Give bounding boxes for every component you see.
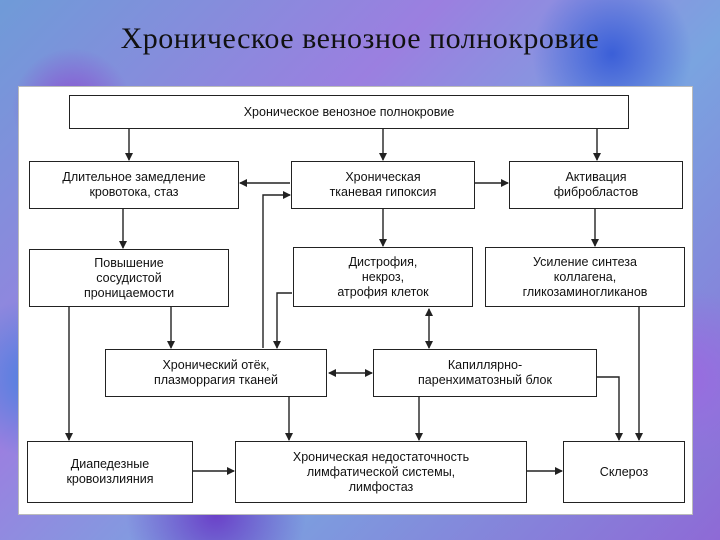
box-tissue-hypoxia: Хроническая тканевая гипоксия [291, 161, 475, 209]
arrow-block-to-sclerosis [597, 376, 623, 441]
box-fibroblast-activation: Активация фибробластов [509, 161, 683, 209]
box-capillary-block: Капиллярно- паренхиматозный блок [373, 349, 597, 397]
box-vascular-permeability: Повышение сосудистой проницаемости [29, 249, 229, 307]
box-sclerosis: Склероз [563, 441, 685, 503]
box-lymphatic-insufficiency: Хроническая недостаточность лимфатическо… [235, 441, 527, 503]
box-dystrophy-necrosis: Дистрофия, некроз, атрофия клеток [293, 247, 473, 307]
arrow-edema-to-hypoxia [262, 191, 291, 348]
slide-title: Хроническое венозное полнокровие [120, 22, 600, 55]
box-chronic-edema: Хронический отёк, плазморрагия тканей [105, 349, 327, 397]
arrow-dystrophy-to-edema [273, 292, 292, 349]
box-blood-flow-slowdown: Длительное замедление кровотока, стаз [29, 161, 239, 209]
box-diapedesis-hemorrhage: Диапедезные кровоизлияния [27, 441, 193, 503]
box-venous-congestion: Хроническое венозное полнокровие [69, 95, 629, 129]
diagram-panel: Хроническое венозное полнокровие Длитель… [18, 86, 693, 515]
diagram-arrows [65, 129, 643, 475]
box-collagen-synthesis: Усиление синтеза коллагена, гликозаминог… [485, 247, 685, 307]
